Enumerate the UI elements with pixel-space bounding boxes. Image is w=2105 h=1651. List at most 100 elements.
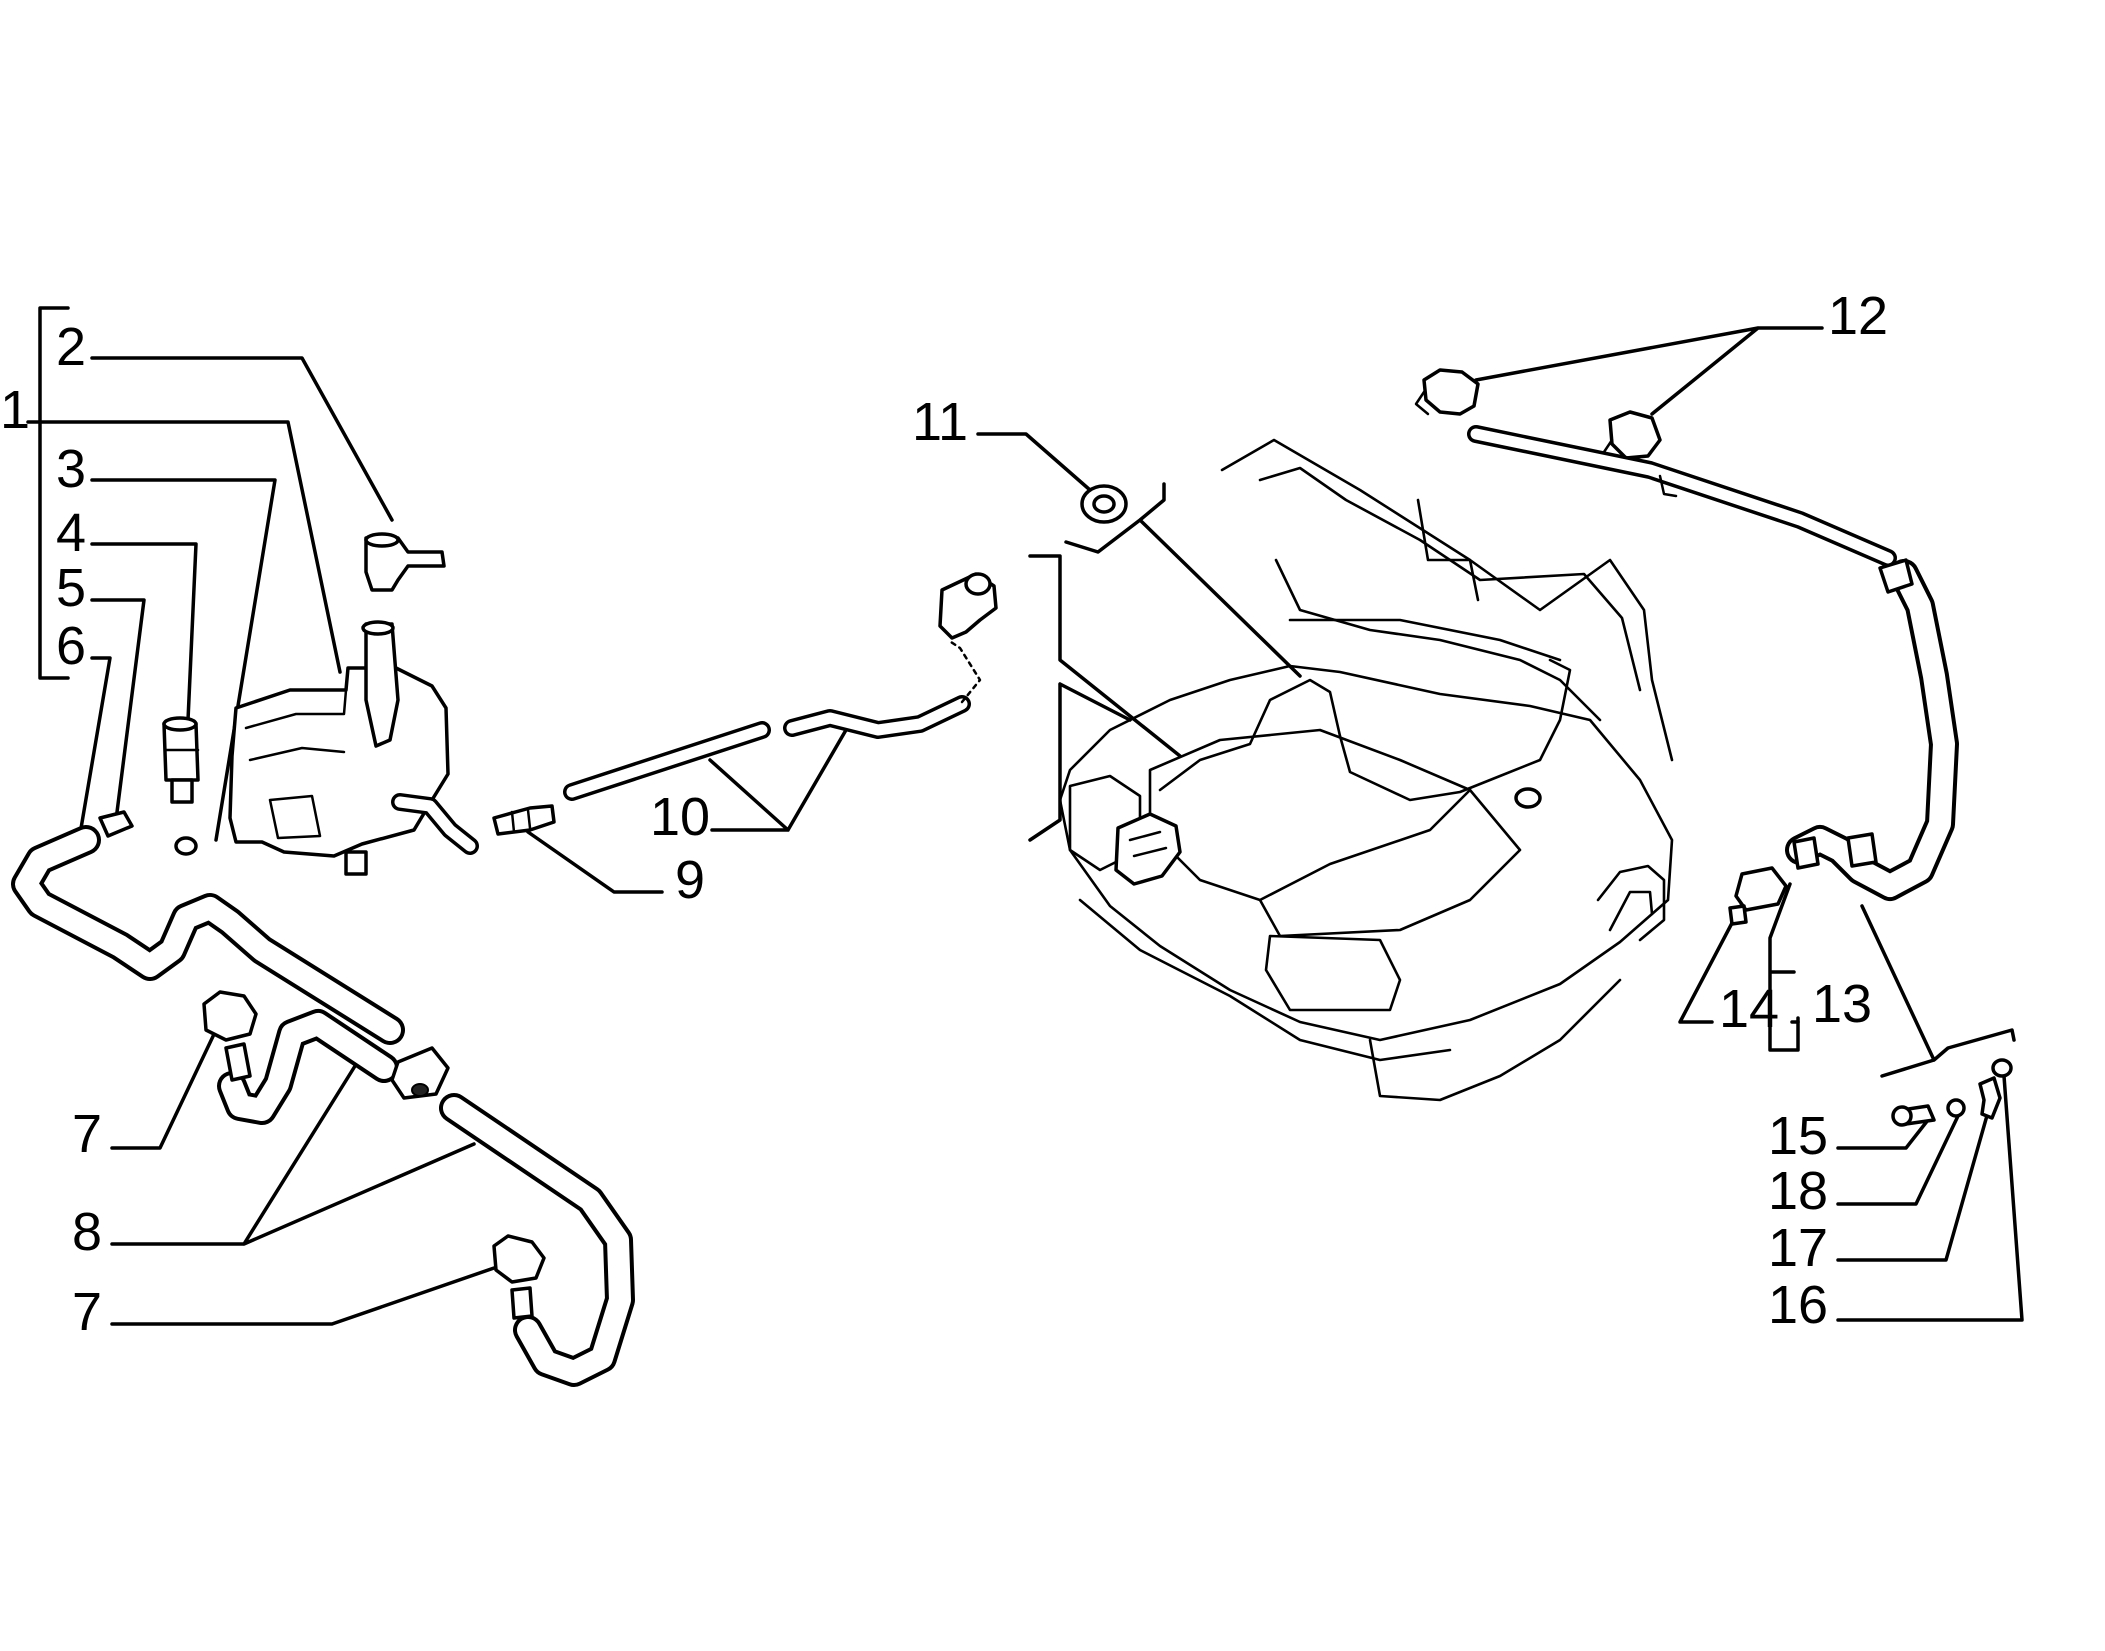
tailgate-outline — [1220, 438, 1674, 762]
tailgate-lower-edge — [1288, 618, 1562, 662]
hose-clip — [98, 810, 134, 838]
callout-9: 9 — [675, 850, 705, 910]
leader-14 — [1678, 902, 1744, 1024]
leader-lines — [26, 306, 2024, 1326]
leader-12 — [1474, 326, 1824, 416]
check-valve-14-outlet — [1728, 904, 1748, 926]
callout-17: 17 — [1768, 1218, 1828, 1278]
jet-feed-tube — [1467, 425, 1897, 567]
callout-8: 8 — [72, 1202, 102, 1262]
leader-5 — [90, 598, 146, 822]
hose-coupler-mid — [1846, 832, 1878, 868]
washer-jet-upper — [202, 990, 258, 1042]
leader-2 — [90, 356, 394, 522]
hose-coupler-top — [1878, 558, 1914, 594]
right-assembly — [1414, 368, 2013, 1127]
car-rear-pump-detail — [1128, 830, 1168, 858]
hose-connector-9 — [492, 804, 556, 836]
car-washer-line — [1158, 658, 1572, 802]
hose-coupler-end — [1792, 836, 1820, 870]
leader-4 — [90, 542, 198, 722]
washer-reservoir-assembly — [98, 532, 479, 876]
leader-16 — [1836, 1074, 2024, 1322]
leader-8 — [110, 1056, 476, 1246]
tail-light-right — [1264, 934, 1402, 1012]
spray-jet-12-left-nozzle — [1414, 390, 1430, 416]
rear-bumper — [1078, 898, 1452, 1062]
leader-9 — [526, 830, 664, 894]
tailgate-spoiler — [1416, 498, 1480, 602]
washer-pump-top — [162, 716, 198, 732]
callout-4: 4 — [56, 503, 86, 563]
filler-cap — [364, 536, 446, 592]
rear-pump-cap — [964, 572, 992, 596]
reservoir-window — [268, 794, 322, 840]
washer-jet-lower-stem — [510, 1286, 534, 1320]
filler-cap-top — [364, 532, 400, 548]
tailgate-frame — [1274, 558, 1602, 722]
leader-17 — [1836, 1110, 1990, 1262]
center-hoses — [492, 484, 1128, 836]
leader-18 — [1836, 1114, 1960, 1206]
check-valve — [390, 1046, 450, 1100]
callout-15: 15 — [1768, 1106, 1828, 1166]
bumper-lower — [1368, 978, 1622, 1102]
clip-17 — [1978, 1076, 2002, 1120]
callout-12: 12 — [1828, 286, 1888, 346]
car-rear-view — [1028, 438, 1674, 1102]
washer-pump-outlet — [170, 778, 194, 804]
leader-13 — [1768, 882, 1800, 1052]
dashed-link-pump — [946, 638, 982, 704]
callout-5: 5 — [56, 558, 86, 618]
car-filler — [1514, 787, 1542, 809]
washer-18 — [1946, 1098, 1966, 1118]
wheel-arch-inner — [1608, 890, 1654, 932]
callout-16: 16 — [1768, 1275, 1828, 1335]
callout-7-upper: 7 — [72, 1104, 102, 1164]
leader-1 — [26, 420, 342, 674]
group-bracket-1 — [38, 306, 70, 680]
leader-car-grommet — [1064, 482, 1302, 678]
callout-2: 2 — [56, 317, 86, 377]
car-body — [1058, 664, 1674, 1042]
filler-neck — [364, 622, 400, 748]
bolt-15-head — [1891, 1105, 1913, 1127]
car-rear-pump — [1114, 812, 1182, 886]
wheel-arch — [1596, 864, 1666, 942]
trunk-floor — [1148, 728, 1472, 902]
leader-6 — [76, 656, 112, 848]
tube-join — [1658, 474, 1678, 498]
reservoir-ridge — [248, 746, 346, 762]
callout-18: 18 — [1768, 1161, 1828, 1221]
callout-7-lower: 7 — [72, 1282, 102, 1342]
callout-1: 1 — [0, 380, 30, 440]
nut-16 — [1991, 1058, 2013, 1078]
reservoir-mount-tab — [344, 850, 368, 876]
washer-pump — [162, 722, 200, 782]
leader-15 — [1836, 1118, 1930, 1150]
leader-11 — [976, 432, 1092, 492]
pump-grommet — [174, 836, 198, 856]
callout-6: 6 — [56, 616, 86, 676]
callout-3: 3 — [56, 439, 86, 499]
leader-hardware-group — [1860, 904, 2016, 1078]
callout-10: 10 — [650, 787, 710, 847]
reservoir-rim — [244, 688, 348, 730]
washer-jet-upper-stem — [224, 1042, 252, 1082]
filler-neck-top — [361, 620, 395, 636]
leader-car-pump-lower — [1028, 682, 1132, 842]
connector-ribs — [510, 808, 532, 834]
leader-car-pump-upper — [1028, 554, 1182, 758]
washer-jet-lower — [492, 1234, 546, 1284]
callout-13: 13 — [1812, 974, 1872, 1034]
check-valve-14 — [1734, 866, 1788, 912]
washer-reservoir — [228, 666, 450, 858]
leader-7-upper — [110, 1028, 218, 1150]
spray-jet-12-right — [1608, 410, 1662, 460]
leader-10 — [708, 728, 848, 832]
callout-11: 11 — [912, 392, 968, 452]
trunk-sill — [1258, 788, 1522, 938]
spray-jet-12-left — [1422, 368, 1480, 416]
left-hoses — [11, 825, 635, 1387]
